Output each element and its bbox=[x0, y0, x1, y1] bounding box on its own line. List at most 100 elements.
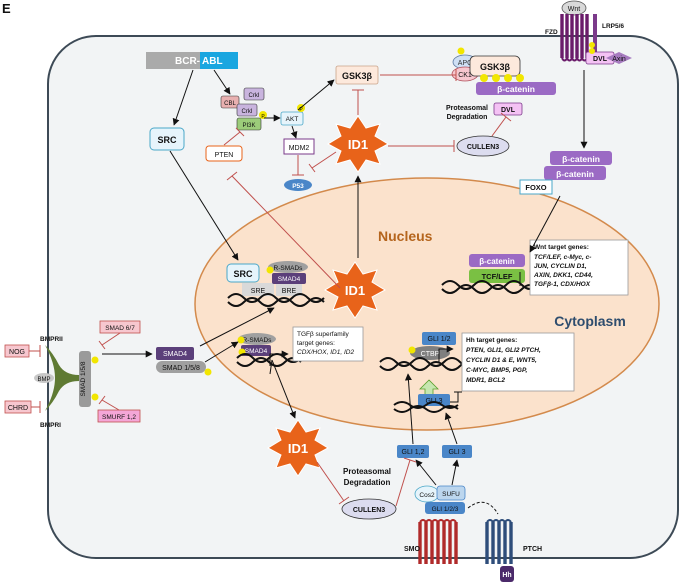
src-nuclear-label: SRC bbox=[233, 269, 253, 279]
p-akt: P bbox=[299, 107, 303, 113]
fzd-receptor bbox=[560, 14, 589, 58]
tgf-targets-box bbox=[292, 326, 364, 362]
gli12-cyto bbox=[397, 445, 429, 458]
dna-3 bbox=[236, 353, 302, 367]
id1-bottom-label: ID1 bbox=[288, 441, 308, 456]
cullen3-top bbox=[456, 135, 510, 157]
beta-catenin-destruction bbox=[476, 82, 556, 95]
rsmads-nuclear-label: R-SMADs bbox=[274, 265, 304, 272]
id1-bottom: ID1 bbox=[266, 419, 330, 477]
lrp-label: LRP5/6 bbox=[602, 23, 624, 30]
smo-label: SMO bbox=[404, 546, 421, 553]
tgf-targets-title-1: TGFβ superfamily bbox=[297, 331, 350, 338]
chrd-label: CHRD bbox=[8, 405, 28, 412]
smad158-cyto-label: SMAD 1/5/8 bbox=[162, 365, 200, 372]
smad4-nuclear-label: SMAD4 bbox=[278, 276, 301, 283]
smurf-label: SMURF 1,2 bbox=[102, 414, 136, 421]
gli3-cyto-label: GLI 3 bbox=[448, 449, 465, 456]
id1-center: ID1 bbox=[323, 261, 387, 319]
bcr-label: BCR- bbox=[175, 56, 200, 67]
foxo-box bbox=[519, 179, 553, 195]
smo-receptor: SMO bbox=[404, 519, 458, 564]
src-label: SRC bbox=[157, 135, 177, 145]
hh-targets-title: Hh target genes: bbox=[466, 337, 517, 344]
sufu-label: SUFU bbox=[442, 491, 460, 498]
hh-dashed bbox=[467, 501, 499, 515]
mdm2-box bbox=[283, 138, 315, 155]
gli3-nuclear bbox=[418, 394, 450, 406]
bmp-label: BMP bbox=[37, 377, 50, 383]
nucleus-label: Nucleus bbox=[378, 228, 433, 244]
gli3-cyto bbox=[442, 445, 472, 458]
foxo-label: FOXO bbox=[525, 183, 546, 192]
hh-ligand bbox=[500, 566, 514, 582]
ptch-receptor: PTCH Hh bbox=[485, 519, 542, 582]
ctbp-label: CTBP bbox=[421, 351, 440, 358]
tcf-lef-label: TCF/LEF bbox=[482, 272, 513, 281]
gsk-complex-label: GSK3β bbox=[480, 62, 511, 72]
gli12-nuclear bbox=[422, 332, 456, 345]
bre-box bbox=[276, 284, 302, 296]
src-box bbox=[149, 127, 185, 151]
gsk3b-box bbox=[335, 65, 379, 85]
cullen3-bottom bbox=[341, 498, 397, 520]
crkl-box-1 bbox=[243, 87, 265, 101]
beta-catenin-nuclear-label: β-catenin bbox=[479, 257, 515, 266]
sre-label: SRE bbox=[251, 288, 266, 295]
akt-label: AKT bbox=[286, 116, 299, 123]
smad4-lower-label: SMAD4 bbox=[245, 348, 268, 355]
beta-catenin-stable-1-label: β-catenin bbox=[562, 154, 600, 164]
cos2-label: Cos2 bbox=[419, 492, 435, 499]
dna-4 bbox=[379, 357, 477, 371]
inhibition-lines bbox=[29, 69, 512, 507]
sre-box bbox=[242, 283, 274, 296]
wnt-targets-list: TCF/LEF, c-Myc, c-JUN, CYCLIN D1,AXIN, D… bbox=[533, 254, 593, 288]
wnt-targets-title: Wnt target genes: bbox=[534, 244, 589, 251]
destruction-complex: APC CK1 GSK3β β-catenin Proteasomal Degr… bbox=[446, 47, 556, 121]
cullen3-bottom-label: CULLEN3 bbox=[353, 507, 385, 514]
gli3-inhibit bbox=[450, 391, 462, 403]
crkl-label-2: CrkI bbox=[242, 109, 253, 115]
proteasomal-bottom: Proteasomal bbox=[343, 467, 391, 476]
bmpri-label: BMPRI bbox=[40, 422, 61, 429]
tcf-lef-box bbox=[469, 269, 525, 283]
dvl-membrane-label: DVL bbox=[593, 56, 608, 63]
rsmads-lower bbox=[238, 333, 276, 345]
gene-arrow-2 bbox=[438, 345, 454, 363]
bcr-segment bbox=[146, 52, 200, 69]
hh-targets-list: PTEN, GLI1, GLI2 PTCH,CYCLIN D1 & E, WNT… bbox=[466, 347, 541, 384]
ck1-label: CK1 bbox=[458, 72, 472, 79]
wnt-ligand bbox=[561, 0, 587, 16]
beta-catenin-nuclear bbox=[469, 254, 525, 267]
wnt_targets-line: AXIN, DKK1, CD44, bbox=[533, 272, 593, 279]
cytoplasm-label: Cytoplasm bbox=[554, 313, 626, 329]
akt-box bbox=[280, 111, 304, 126]
p-pi3k: P bbox=[261, 114, 265, 120]
degradation-bottom: Degradation bbox=[344, 478, 391, 487]
beta-catenin-destruction-label: β-catenin bbox=[497, 84, 535, 94]
bmp-receptor: NOG CHRD BMPRII BMPRI BMP SMAD 1/5/8 bbox=[4, 336, 99, 429]
wnt-label: Wnt bbox=[568, 6, 581, 13]
wnt_targets-line: TCF/LEF, c-Myc, c- bbox=[534, 254, 591, 261]
crkl-label-1: CrkI bbox=[249, 93, 260, 99]
p53 bbox=[284, 179, 312, 191]
p53-label: P53 bbox=[292, 183, 304, 190]
hh_targets-line: C-MYC, BMP5, PGP, bbox=[466, 367, 527, 374]
apc-label: APC bbox=[458, 60, 472, 67]
cbl-label: CBL bbox=[224, 101, 236, 107]
smad4-nuclear bbox=[272, 273, 306, 284]
smad158-cyto bbox=[156, 361, 206, 373]
activation-arrows bbox=[102, 69, 588, 486]
mdm2-label: MDM2 bbox=[289, 145, 310, 152]
src-nuclear bbox=[226, 263, 260, 283]
cbl-box bbox=[220, 95, 240, 109]
abl-label: ABL bbox=[202, 56, 223, 67]
lrp-receptor bbox=[593, 14, 597, 58]
smad158-vertical bbox=[79, 351, 91, 407]
abl-segment bbox=[200, 52, 238, 69]
axin-diamond bbox=[606, 52, 632, 64]
beta-catenin-stable-2 bbox=[544, 166, 606, 180]
dna-2 bbox=[441, 280, 539, 294]
smad4-lower bbox=[241, 345, 271, 356]
